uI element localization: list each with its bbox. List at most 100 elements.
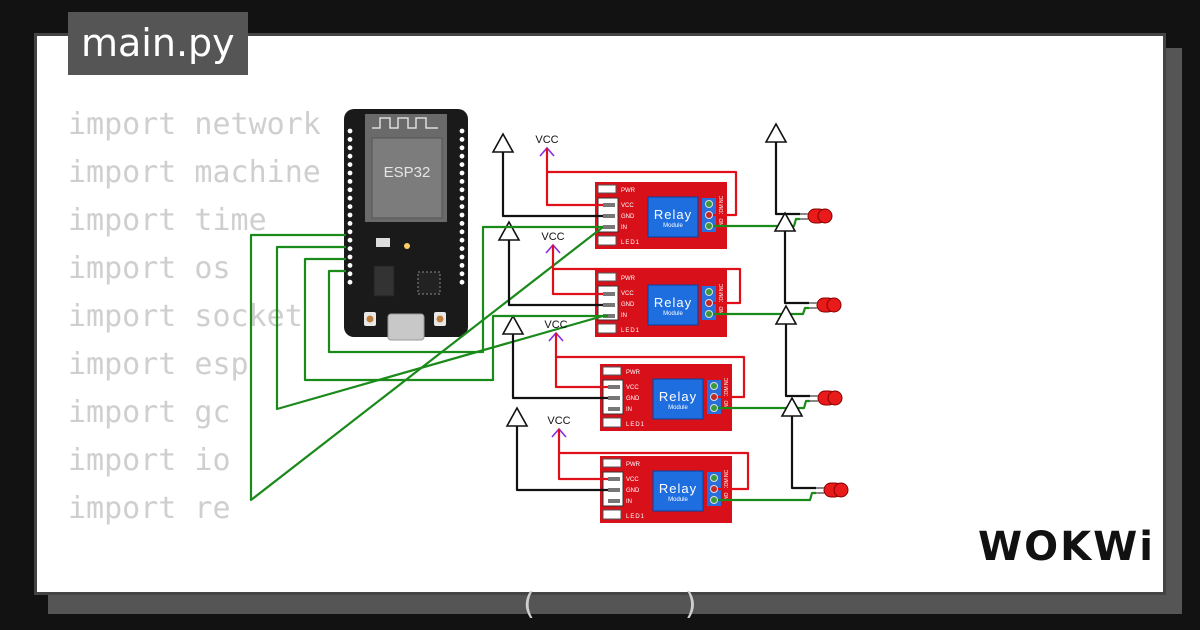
esp32-usb-chip bbox=[417, 271, 441, 295]
esp32-pin bbox=[459, 170, 465, 176]
esp32-pin bbox=[459, 195, 465, 201]
code-line: import network bbox=[68, 107, 321, 142]
vcc-label: VCC bbox=[544, 319, 567, 331]
relay-terminal-nc: NC bbox=[724, 377, 730, 385]
relay-pin-in: IN bbox=[626, 407, 632, 413]
code-background: import network import machine import tim… bbox=[68, 101, 700, 629]
relay-pin-gnd: GND bbox=[621, 302, 635, 308]
header-pin bbox=[603, 303, 615, 307]
file-tab[interactable]: main.py bbox=[68, 12, 248, 75]
relay-subtitle: Module bbox=[663, 223, 683, 229]
relay-terminal-com: COM bbox=[724, 478, 730, 490]
relay-pin-vcc: VCC bbox=[621, 291, 634, 297]
esp32-pin bbox=[347, 271, 353, 277]
header-pin bbox=[603, 225, 615, 229]
esp32-pin bbox=[347, 279, 353, 285]
pwr-led bbox=[602, 458, 622, 468]
status-led bbox=[602, 417, 622, 428]
gnd-wire bbox=[501, 152, 603, 218]
com-wire bbox=[553, 267, 742, 305]
relay-block bbox=[647, 196, 699, 238]
code-line: import re bbox=[68, 491, 231, 526]
code-line: import gc bbox=[68, 395, 231, 430]
led-signal-wire bbox=[713, 306, 809, 316]
header-pin bbox=[603, 292, 615, 296]
header-pin bbox=[603, 203, 615, 207]
relay-terminal-com: COM bbox=[719, 204, 725, 216]
terminal-screw bbox=[710, 485, 718, 493]
gnd-wire bbox=[507, 240, 603, 307]
relay-title: Relay bbox=[659, 389, 697, 404]
led bbox=[809, 297, 842, 313]
signal-wire bbox=[303, 257, 608, 382]
esp32-pin bbox=[459, 153, 465, 159]
vcc-label: VCC bbox=[547, 415, 570, 427]
terminal-screw bbox=[710, 496, 718, 504]
esp32-pin bbox=[459, 237, 465, 243]
vcc-label: VCC bbox=[541, 231, 564, 243]
esp32-pin bbox=[347, 204, 353, 210]
relay-subtitle: Module bbox=[663, 311, 683, 317]
esp32-chip-small bbox=[376, 238, 390, 247]
relay-pin-pwr: PWR bbox=[621, 188, 636, 194]
esp32-pin bbox=[459, 246, 465, 252]
vcc-wire bbox=[551, 245, 603, 296]
esp32-pin bbox=[459, 221, 465, 226]
code-line: import io bbox=[68, 443, 231, 478]
esp32-pin bbox=[347, 195, 353, 201]
terminal-screw bbox=[705, 222, 713, 230]
relay-terminal-no: NO bbox=[724, 492, 730, 500]
ground-symbol bbox=[491, 132, 515, 153]
led-signal-wire bbox=[713, 217, 800, 228]
esp32-pin bbox=[459, 162, 465, 168]
esp32-board: ESP32 bbox=[344, 109, 468, 341]
relay-title: Relay bbox=[654, 207, 692, 222]
led-gnd-wire bbox=[784, 324, 810, 398]
antenna-trace bbox=[372, 117, 438, 129]
terminal-screw bbox=[710, 474, 718, 482]
relay-pin-pwr: PWR bbox=[626, 370, 641, 376]
pwr-led bbox=[602, 366, 622, 376]
esp32-pin bbox=[459, 145, 465, 151]
terminal-screw bbox=[710, 382, 718, 390]
relay-terminal-no: NO bbox=[719, 306, 725, 314]
relay-pin-pwr: PWR bbox=[621, 276, 636, 282]
esp32-pin bbox=[459, 128, 465, 134]
relay-terminal-nc: NC bbox=[724, 469, 730, 477]
header-pin bbox=[608, 499, 620, 503]
gnd-wire bbox=[511, 334, 608, 400]
esp32-pin bbox=[459, 137, 465, 142]
relay-subtitle: Module bbox=[668, 497, 688, 503]
relay-led-label: LED1 bbox=[626, 422, 645, 428]
terminal-screw bbox=[710, 393, 718, 401]
code-line: ( ) bbox=[68, 587, 701, 622]
relay-pin-gnd: GND bbox=[626, 488, 640, 494]
vcc-wire bbox=[557, 429, 608, 481]
relay-pin-vcc: VCC bbox=[626, 385, 639, 391]
esp32-pin bbox=[347, 237, 353, 243]
terminal-screw bbox=[705, 200, 713, 208]
esp32-usb-port bbox=[387, 313, 425, 341]
vcc-wire bbox=[554, 333, 608, 389]
esp32-button-cap bbox=[436, 315, 444, 323]
esp32-pin bbox=[347, 145, 353, 151]
ground-symbol bbox=[497, 220, 521, 241]
relay-pin-vcc: VCC bbox=[621, 203, 634, 209]
esp32-regulator bbox=[373, 265, 395, 297]
signal-wire bbox=[327, 225, 603, 354]
led bbox=[816, 482, 849, 498]
esp32-pin bbox=[347, 187, 353, 193]
code-line: import socket bbox=[68, 299, 303, 334]
esp32-pin bbox=[459, 263, 465, 268]
code-line: import machine bbox=[68, 155, 321, 190]
relay-led-label: LED1 bbox=[621, 328, 640, 334]
terminal-screw bbox=[705, 310, 713, 318]
relay-pin-gnd: GND bbox=[621, 214, 635, 220]
esp32-pin bbox=[459, 254, 465, 260]
esp32-pin bbox=[347, 229, 353, 235]
signal-wire bbox=[249, 226, 604, 502]
header-pin bbox=[608, 385, 620, 389]
esp32-pin bbox=[459, 212, 465, 218]
status-led bbox=[597, 235, 617, 246]
